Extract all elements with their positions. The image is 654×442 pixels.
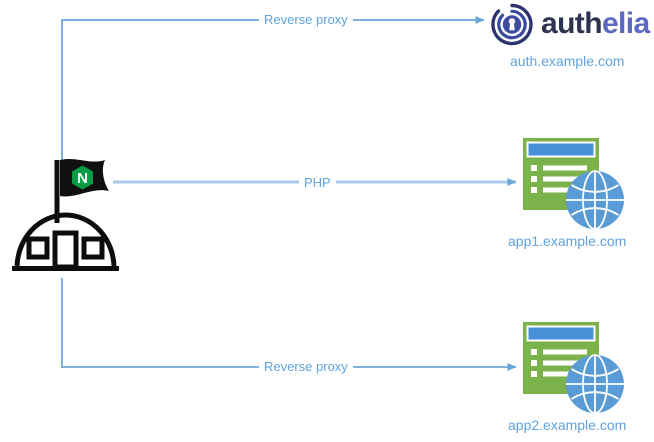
globe-icon: [566, 354, 624, 414]
authelia-wordmark: authelia: [541, 7, 650, 41]
nginx-flag-letter: N: [77, 170, 88, 187]
node-app1[interactable]: [523, 138, 627, 232]
node-nginx[interactable]: N: [8, 155, 123, 280]
edge-label-reverse-proxy-top: Reverse proxy: [259, 12, 353, 28]
hostname-authelia: auth.example.com: [510, 53, 625, 69]
hostname-app1: app1.example.com: [508, 233, 627, 249]
web-app-server-icon: [523, 138, 624, 230]
node-app2[interactable]: [523, 322, 627, 416]
authelia-wordmark-part1: auth: [541, 7, 603, 40]
globe-icon: [566, 170, 624, 230]
node-authelia[interactable]: authelia: [489, 2, 654, 47]
edge-nginx-to-app2: [61, 278, 517, 371]
authelia-wordmark-part2: elia: [601, 7, 650, 40]
web-app-server-icon: [523, 322, 624, 414]
authelia-keyhole-logo: [491, 3, 533, 46]
edge-label-php: PHP: [299, 175, 336, 191]
edge-nginx-to-authelia: [61, 16, 485, 182]
edge-label-reverse-proxy-bottom: Reverse proxy: [259, 359, 353, 375]
hostname-app2: app2.example.com: [508, 417, 627, 433]
nginx-fortress-icon: N: [12, 158, 119, 271]
